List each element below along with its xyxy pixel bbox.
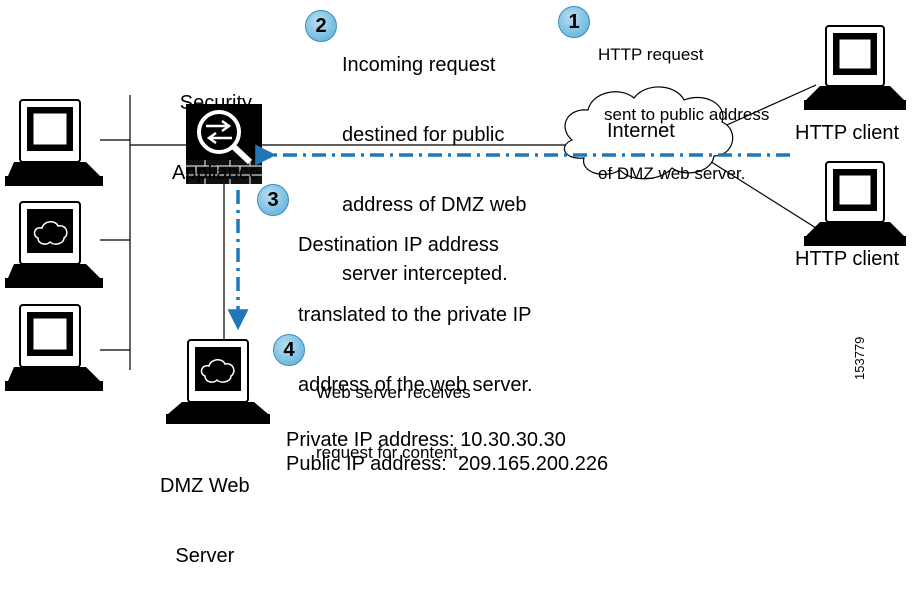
security-appliance-label: Security Appliance	[172, 46, 260, 208]
private-ip-address: Private IP address: 10.30.30.30	[286, 429, 566, 451]
step-text-line: of DMZ web server.	[598, 163, 746, 183]
lan-pc-icon	[5, 304, 103, 391]
step-2-text: Incoming request destined for public add…	[342, 8, 527, 309]
lan-pc-icon	[5, 99, 103, 186]
step-text-line: sent to public address	[604, 104, 770, 124]
step-1-badge: 1	[558, 6, 590, 38]
step-text-line: Web server receives	[316, 383, 471, 403]
step-3-badge: 3	[257, 184, 289, 216]
http-client-label: HTTP client	[795, 122, 900, 144]
step-text-line: translated to the private IP	[298, 303, 532, 326]
lan-server-icon	[5, 201, 103, 288]
step-2-badge: 2	[305, 10, 337, 42]
security-appliance-label-line: Appliance	[172, 161, 260, 184]
figure-id: 153779	[852, 336, 867, 380]
step-text-line: address of DMZ web	[342, 193, 527, 216]
step-text-line: request for content.	[316, 442, 463, 462]
network-diagram	[5, 25, 906, 424]
security-appliance-label-line: Security	[179, 92, 253, 115]
internet-label: Internet	[607, 120, 675, 142]
dmz-server-label: DMZ Web Server	[160, 429, 250, 591]
step-text-line: server intercepted.	[342, 263, 508, 286]
lan-backbone	[100, 84, 817, 370]
step-text-line: HTTP request	[598, 45, 704, 65]
http-client-icon	[804, 25, 906, 110]
step-4-badge: 4	[273, 334, 305, 366]
public-ip-address: Public IP address: 209.165.200.226	[286, 453, 609, 475]
step-text-line: destined for public	[342, 123, 505, 146]
step-text-line: address of the web server.	[298, 373, 533, 396]
dmz-server-label-line: Server	[175, 544, 235, 567]
security-appliance-icon	[186, 104, 262, 184]
dmz-server-label-line: DMZ Web	[160, 475, 250, 498]
step-4-text: Web server receives request for content.	[316, 344, 471, 482]
http-client-label: HTTP client	[795, 248, 900, 270]
step-3-text: Destination IP address translated to the…	[298, 188, 533, 420]
http-client-icon	[804, 161, 906, 246]
step-text-line: Destination IP address	[298, 234, 499, 257]
dmz-web-server-icon	[166, 339, 270, 424]
step-1-text: HTTP request sent to public address of D…	[598, 6, 769, 203]
step-text-line: Incoming request	[342, 54, 496, 77]
